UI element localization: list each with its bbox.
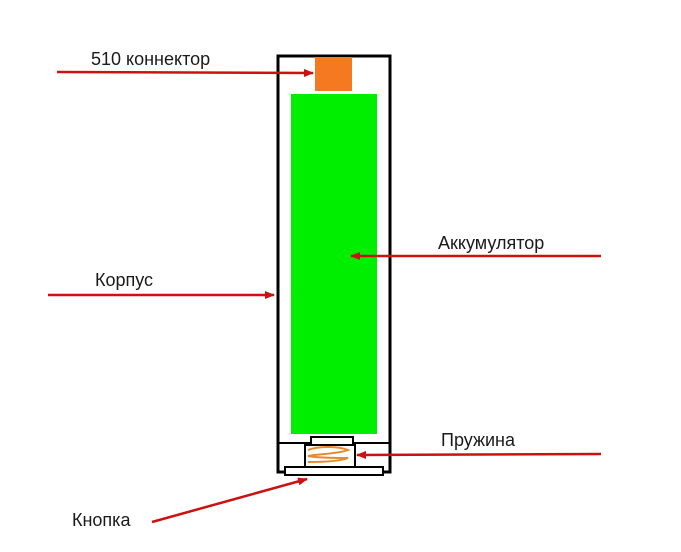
arrow-button xyxy=(151,477,308,524)
button-top-cap xyxy=(310,436,354,446)
spring-coil xyxy=(307,446,351,463)
arrow-connector xyxy=(56,68,314,77)
label-body: Корпус xyxy=(95,270,154,290)
button-base xyxy=(284,466,384,476)
arrow-spring xyxy=(356,450,602,459)
label-connector: 510 коннектор xyxy=(91,49,211,69)
connector-block xyxy=(315,57,352,91)
label-button: Кнопка xyxy=(72,510,131,530)
label-spring: Пружина xyxy=(441,430,515,450)
label-battery: Аккумулятор xyxy=(438,233,545,253)
battery-cell xyxy=(291,94,377,434)
